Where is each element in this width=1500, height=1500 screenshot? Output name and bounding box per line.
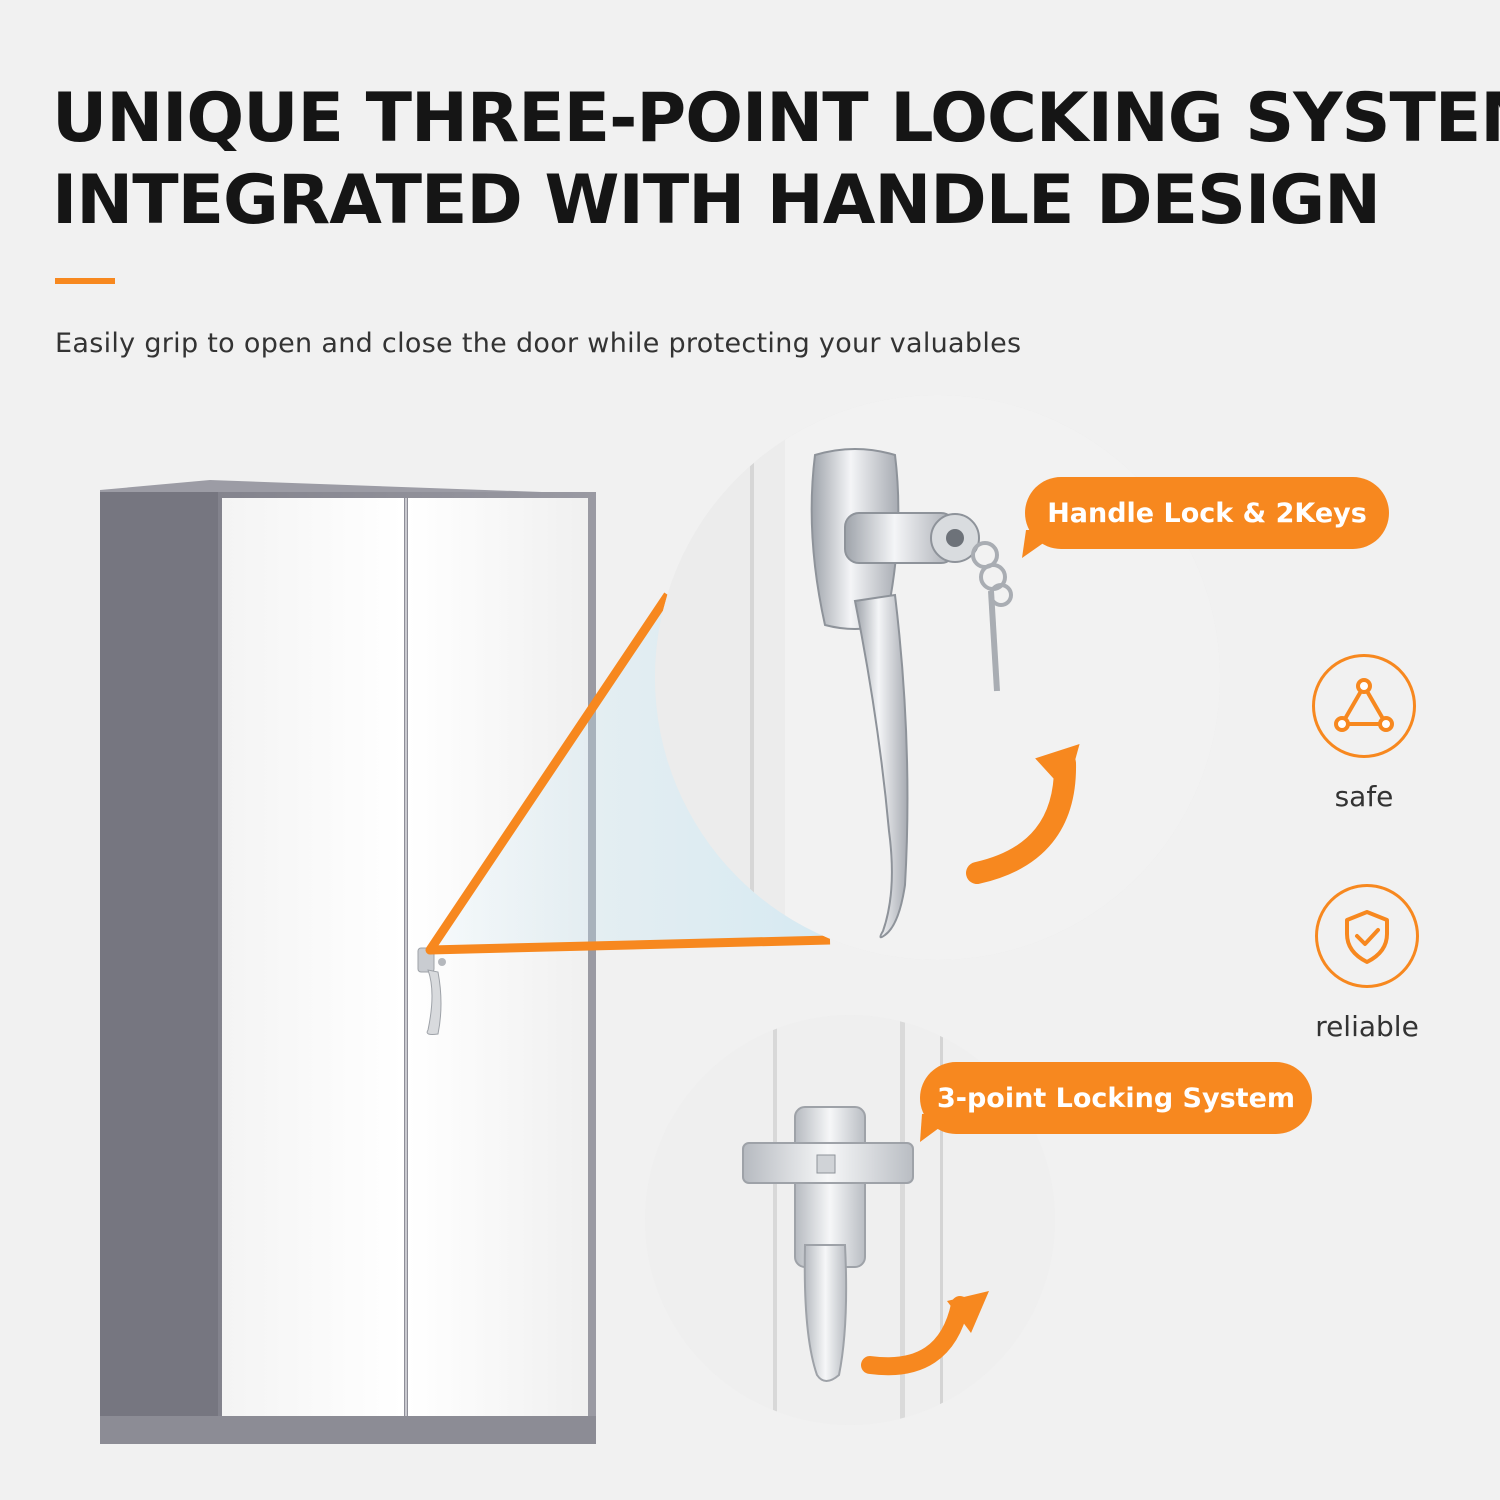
latch-plate: [794, 1106, 866, 1268]
latch-hook: [803, 1244, 848, 1382]
feature-safe: safe: [1294, 654, 1434, 813]
cabinet-door-left: [222, 498, 404, 1416]
rotate-arrow-icon-2: [861, 1296, 969, 1376]
headline: UNIQUE THREE-POINT LOCKING SYSTEM INTEGR…: [52, 78, 1500, 242]
headline-line-1: UNIQUE THREE-POINT LOCKING SYSTEM: [52, 79, 1500, 158]
shield-check-icon: [1315, 884, 1419, 988]
callout-locking-tail: [920, 1114, 958, 1142]
cabinet-base: [100, 1416, 596, 1444]
callout-locking-system: 3-point Locking System: [920, 1062, 1312, 1134]
headline-line-2: INTEGRATED WITH HANDLE DESIGN: [52, 161, 1381, 240]
cabinet: [100, 480, 596, 1444]
feature-reliable-label: reliable: [1315, 1010, 1419, 1043]
cabinet-door-right: [408, 498, 588, 1416]
callout-handle-tail: [1022, 530, 1062, 558]
triangle-nodes-icon: [1312, 654, 1416, 758]
subtitle: Easily grip to open and close the door w…: [55, 328, 1022, 359]
callout-handle-lock-label: Handle Lock & 2Keys: [1047, 497, 1367, 529]
feature-reliable: reliable: [1297, 884, 1437, 1043]
callout-locking-label: 3-point Locking System: [936, 1082, 1296, 1114]
callout-handle-lock: Handle Lock & 2Keys: [1025, 477, 1389, 549]
locking-closeup: [645, 1015, 1055, 1425]
accent-bar: [55, 278, 115, 284]
cabinet-side: [100, 492, 218, 1444]
handle-lever: [853, 593, 909, 939]
feature-safe-label: safe: [1334, 780, 1394, 813]
keys: [971, 541, 1013, 692]
